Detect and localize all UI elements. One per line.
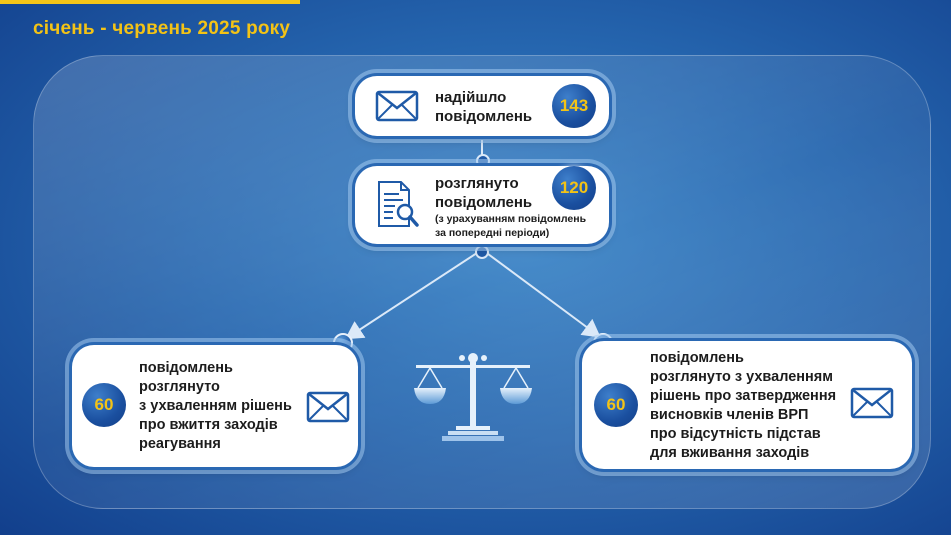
received-label: надійшло повідомлень: [435, 89, 533, 125]
reviewed-label: розглянуто повідомлень: [435, 175, 533, 211]
reviewed-count-badge: 120: [552, 166, 596, 210]
document-magnifier-icon: [378, 181, 419, 227]
no-grounds-label: повідомлень розглянуто з ухваленням ріше…: [650, 350, 837, 461]
received-count-badge: 143: [552, 84, 596, 128]
envelope-icon: [850, 387, 894, 419]
envelope-icon: [375, 90, 419, 122]
connector-node-split: [475, 245, 489, 259]
reviewed-note: (з урахуванням повідомлень за попередні …: [435, 213, 587, 239]
scales-of-justice-icon: [414, 353, 532, 441]
top-accent-stripe: [0, 0, 300, 4]
period-title: січень - червень 2025 року: [33, 18, 291, 39]
reviewed-card: розглянуто повідомлень (з урахуванням по…: [355, 166, 609, 244]
no-grounds-card: 60 повідомлень розглянуто з ухваленням р…: [582, 341, 912, 469]
connector-to-no-grounds: [483, 250, 601, 338]
measures-count-badge: 60: [82, 383, 126, 427]
received-card: надійшло повідомлень 143: [355, 76, 609, 136]
connector-to-measures: [344, 250, 481, 340]
measures-card: 60 повідомлень розглянуто з ухваленням р…: [72, 345, 358, 467]
measures-label: повідомлень розглянуто з ухваленням ріше…: [139, 360, 292, 452]
no-grounds-count-badge: 60: [594, 383, 638, 427]
envelope-icon: [306, 391, 350, 423]
